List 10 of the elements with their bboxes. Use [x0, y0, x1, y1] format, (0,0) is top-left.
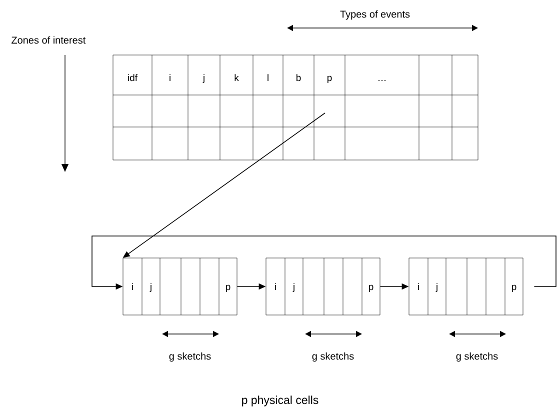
table: idf i j k l b p …: [112, 54, 478, 160]
text-label: g sketchs: [456, 352, 498, 362]
text-label: Zones of interest: [12, 36, 86, 44]
cell-block: i j p: [408, 258, 524, 316]
text-label: g sketchs: [169, 352, 211, 362]
text-label: g sketchs: [312, 352, 354, 362]
text-label: Types of events: [340, 10, 410, 20]
text-label: p physical cells: [242, 396, 318, 406]
cell-block: i j p: [122, 258, 238, 316]
cell-block: i j p: [266, 258, 380, 316]
